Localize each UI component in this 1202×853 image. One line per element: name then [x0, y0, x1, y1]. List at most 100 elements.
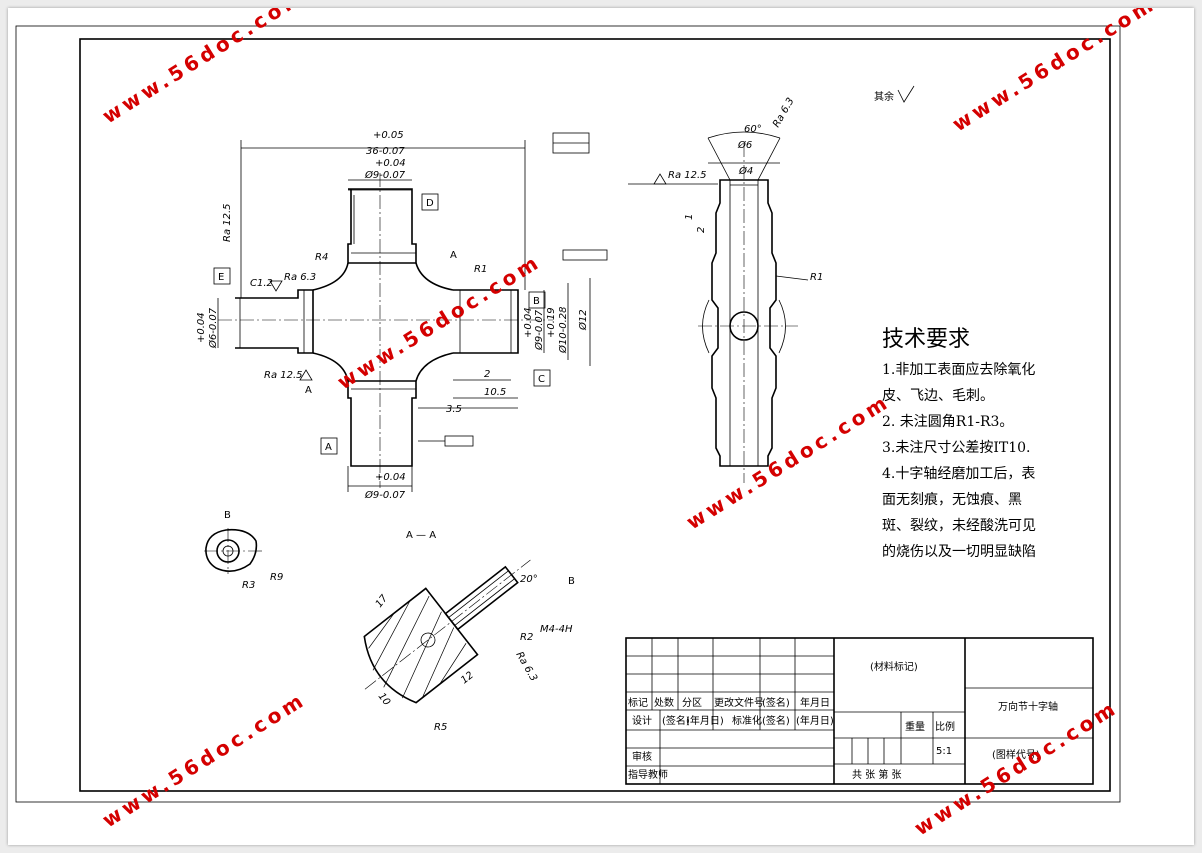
gdt-frame-right — [562, 249, 608, 261]
detail-b-view: B R3 R9 — [204, 510, 283, 591]
side-ra125: Ra 12.5 — [668, 170, 707, 181]
dim-2: 2 — [484, 369, 490, 380]
watermark-logo: www.56doc.com — [98, 687, 310, 832]
svg-text:D: D — [426, 198, 434, 209]
tb-review: 审核 — [632, 750, 652, 763]
drawing-sheet: +0.05 36-0.07 +0.04 Ø9-0.07 +0.04 Ø9-0.0… — [8, 8, 1194, 845]
dim-ra125: Ra 12.5 — [264, 370, 303, 381]
dim-bottom-dia: Ø9-0.07 — [364, 489, 406, 501]
gdt-frame-bottom — [444, 435, 474, 447]
sec-10: 10 — [376, 691, 393, 708]
dim-right-tol: +0.04 — [523, 307, 534, 338]
side-r1: R1 — [810, 272, 823, 283]
detail-r9: R9 — [270, 572, 283, 583]
tech-req-line: 斑、裂纹，未经酸洗可见 — [882, 518, 1036, 534]
tech-req-line: 面无刻痕，无蚀痕、黑 — [882, 492, 1022, 508]
dim-right-d2: Ø10-0.28 — [557, 307, 569, 354]
tb-cell: (年月日) — [686, 714, 724, 727]
side-angle: 60° — [744, 124, 762, 135]
sec-12: 12 — [459, 670, 476, 687]
detail-r3: R3 — [242, 580, 255, 591]
tb-drawing-no: (图样代号) — [992, 748, 1040, 761]
detail-b-label: B — [224, 510, 231, 521]
tb-scale-label: 比例 — [935, 720, 955, 733]
sec-r2: R2 — [520, 632, 533, 643]
datum-c: C — [533, 369, 551, 387]
tech-req-line: 皮、飞边、毛刺。 — [882, 388, 994, 404]
tb-cell: 年月日 — [800, 696, 830, 709]
dim-c12: C1.2 — [250, 278, 273, 289]
dim-bottom-tol: +0.04 — [375, 472, 406, 483]
tb-cell: (签名) — [662, 714, 690, 727]
tb-sheets: 共 张 第 张 — [852, 768, 902, 781]
tb-material: (材料标记) — [870, 660, 918, 673]
dim-overall-tol: +0.05 — [373, 130, 404, 141]
tech-req-title: 技术要求 — [882, 327, 970, 352]
watermark-logo: www.56doc.com — [333, 249, 545, 394]
tech-req-line: 2. 未注圆角R1-R3。 — [882, 414, 1013, 430]
section-aa-label: A — A — [406, 530, 436, 541]
dim-top-tol: +0.04 — [375, 158, 406, 169]
dim-left-dia: Ø6-0.07 — [207, 307, 219, 349]
sec-angle: 20° — [520, 574, 538, 585]
sec-r5: R5 — [434, 722, 447, 733]
inner-frame — [79, 38, 1111, 792]
dim-right-dia: Ø9-0.07 — [533, 309, 545, 351]
svg-text:C: C — [538, 374, 545, 385]
tech-req-line: 的烧伤以及一切明显缺陷 — [882, 544, 1036, 560]
rest-roughness-icon — [897, 85, 915, 103]
dim-right-d2-tol: +0.19 — [546, 307, 557, 338]
dim-r1: R1 — [474, 264, 487, 275]
watermark-logo: www.56doc.com — [910, 695, 1122, 840]
svg-text:E: E — [218, 272, 224, 283]
main-view: +0.05 36-0.07 +0.04 Ø9-0.07 +0.04 Ø9-0.0… — [196, 130, 608, 501]
outer-frame — [15, 25, 1121, 803]
section-mark-a1: A — [450, 250, 457, 261]
tb-cell: 更改文件号 — [714, 696, 764, 709]
side-ra: Ra 6.3 — [771, 96, 797, 129]
section-mark-b: B — [568, 576, 575, 587]
dim-left-tol: +0.04 — [196, 312, 207, 343]
tb-cell: 标准化 — [732, 714, 762, 727]
tb-cell: (年月日) — [796, 714, 834, 727]
tech-req-line: 1.非加工表面应去除氧化 — [882, 361, 1035, 378]
tb-cell: 分区 — [682, 697, 702, 709]
sec-17: 17 — [374, 593, 391, 610]
drawing-canvas: +0.05 36-0.07 +0.04 Ø9-0.07 +0.04 Ø9-0.0… — [15, 8, 1160, 840]
datum-a: A — [320, 437, 338, 455]
tb-cell: 标记 — [628, 697, 648, 709]
dim-ra-top: Ra 12.5 — [222, 203, 233, 242]
tb-cell: 设计 — [632, 714, 652, 727]
watermark-logo: www.56doc.com — [948, 8, 1160, 136]
datum-b: B — [528, 291, 546, 309]
svg-text:B: B — [533, 296, 540, 307]
dim-ra63: Ra 6.3 — [284, 272, 316, 283]
tb-advisor: 指导教师 — [628, 768, 668, 781]
tb-part-name: 万向节十字轴 — [998, 700, 1058, 713]
tb-cell: (签名) — [762, 714, 790, 727]
dim-overall: 36-0.07 — [366, 146, 405, 157]
datum-e: E — [213, 267, 231, 285]
tb-weight: 重量 — [905, 720, 925, 733]
tb-cell: 处数 — [654, 696, 674, 709]
dim-top-dia: Ø9-0.07 — [364, 169, 406, 181]
dim-right-d3: Ø12 — [577, 309, 589, 331]
svg-text:A: A — [325, 442, 332, 453]
rest-symbol: 其余 — [874, 90, 894, 103]
section-mark-a2: A — [305, 385, 312, 396]
datum-d: D — [421, 193, 439, 211]
tech-req-line: 4.十字轴经磨加工后，表 — [882, 466, 1035, 482]
dim-10-5: 10.5 — [484, 387, 506, 398]
section-aa-view: A — A 17 10 12 20° R2 R5 M4-4H Ra 6.3 B — [363, 530, 575, 733]
side-2: 2 — [696, 227, 707, 233]
tb-cell: (签名) — [762, 696, 790, 709]
dim-r4: R4 — [315, 252, 328, 263]
watermark-logo: www.56doc.com — [682, 389, 894, 534]
technical-requirements: 技术要求 1.非加工表面应去除氧化 皮、飞边、毛刺。 2. 未注圆角R1-R3。… — [882, 327, 1036, 560]
tb-scale-value: 5:1 — [936, 746, 952, 757]
dim-3-5: 3.5 — [446, 404, 462, 415]
sec-thread: M4-4H — [540, 624, 573, 635]
tech-req-line: 3.未注尺寸公差按IT10. — [882, 440, 1031, 456]
title-block: 标记 处数 分区 更改文件号 (签名) 年月日 设计 (签名) (年月日) 标准… — [625, 637, 1094, 785]
side-view: 60° Ø6 Ø4 1 2 R1 Ra 6.3 Ra 12.5 其余 — [628, 85, 915, 483]
